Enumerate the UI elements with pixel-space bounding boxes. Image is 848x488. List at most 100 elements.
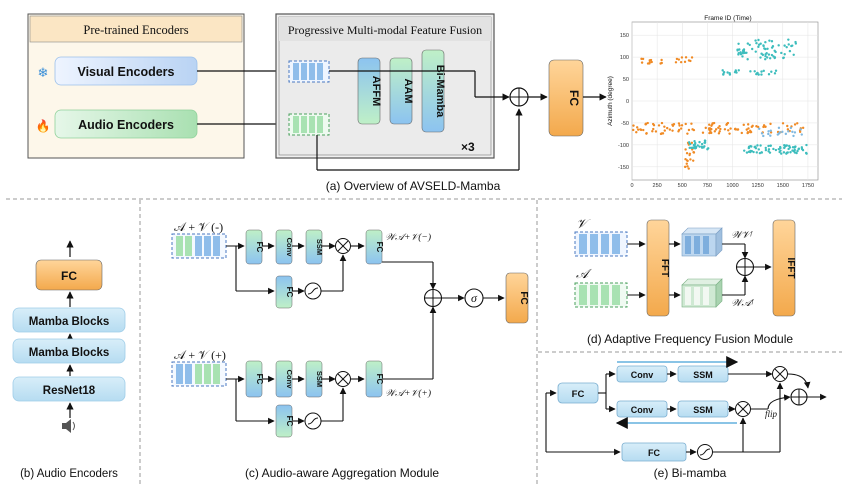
plot-point (698, 145, 701, 148)
plot-point (649, 58, 653, 62)
plot-x-label: Frame ID (Time) (704, 15, 751, 22)
plot-point (788, 49, 792, 53)
plot-point (719, 127, 722, 131)
plot-point (759, 144, 762, 147)
plot-point (700, 146, 704, 149)
plot-point (700, 142, 704, 146)
plot-point (773, 49, 776, 52)
plot-point (768, 39, 771, 42)
plot-point (689, 59, 692, 63)
plot-point (677, 122, 681, 125)
plot-point (786, 124, 789, 128)
plot-point (717, 132, 721, 135)
plot-point (760, 132, 764, 135)
plot-point (764, 58, 767, 61)
plot-point (766, 47, 769, 50)
plot-point (760, 52, 763, 55)
plot-point (722, 70, 726, 74)
plot-point (727, 129, 730, 132)
plot-point (785, 45, 788, 49)
panel-b: FC Mamba Blocks Mamba Blocks ResNet18 (b… (12, 240, 126, 480)
plot-point (739, 51, 742, 54)
plot-point (755, 41, 758, 45)
conv-label-bwd: Conv (631, 405, 654, 415)
plot-point (764, 53, 767, 56)
fire-icon: 🔥 (36, 119, 51, 133)
merge-sum-node (423, 288, 443, 308)
top-conv-label: Conv (285, 238, 294, 258)
plot-point (777, 126, 781, 130)
plot-point (698, 140, 701, 144)
plot-point (677, 128, 681, 132)
sum-node (509, 87, 529, 107)
plot-point (796, 149, 799, 153)
plot-point (751, 124, 754, 128)
fc-block-c (505, 272, 529, 324)
bimamba-sum-node (790, 388, 808, 406)
top-multiply-node (335, 238, 351, 254)
top-conv (275, 229, 293, 265)
plot-point (645, 131, 648, 135)
plot-point (791, 146, 795, 149)
plot-point (746, 58, 749, 61)
bi-mamba-label: Bi-Mamba (434, 65, 446, 118)
plot-point (703, 139, 707, 143)
plot-point (708, 131, 711, 135)
aam-block (389, 57, 413, 125)
plot-point (722, 73, 725, 76)
plot-point (783, 143, 786, 147)
mamba-block-2 (12, 338, 126, 364)
ifft-block (772, 219, 796, 317)
bottom-activation-icon (304, 412, 322, 430)
plot-y-tick-label: -50 (621, 121, 629, 127)
plot-point (668, 128, 672, 131)
plot-point (746, 123, 750, 126)
plot-point (772, 147, 775, 151)
plot-point (801, 148, 805, 152)
plot-point (751, 47, 754, 51)
plot-point (773, 72, 777, 75)
fc-label-a: FC (567, 90, 581, 106)
plot-x-tick-label: 750 (703, 183, 712, 189)
repeat-label: ×3 (461, 140, 475, 154)
plot-point (762, 69, 765, 73)
plot-point (801, 126, 805, 130)
plot-point (796, 122, 799, 125)
plot-point (787, 147, 790, 151)
plot-point (688, 146, 691, 150)
plot-point (759, 56, 762, 59)
plot-point (680, 56, 684, 59)
plot-point (684, 158, 687, 161)
plot-point (666, 126, 669, 130)
top-ssm (305, 229, 323, 265)
speaker-icon (62, 419, 75, 433)
plot-point (787, 130, 790, 133)
plot-x-tick-label: 0 (630, 183, 633, 189)
plot-point (657, 124, 661, 127)
plot-point (659, 132, 663, 136)
plot-point (758, 151, 762, 155)
plot-point (687, 167, 690, 170)
panel-d: 𝒱 𝒜 FFT (574, 216, 796, 346)
plot-point (797, 148, 800, 151)
plot-point (737, 69, 740, 72)
plot-point (648, 62, 651, 65)
flip-label: flip (765, 409, 778, 419)
visual-token-stack (288, 60, 330, 83)
plot-point (642, 128, 645, 132)
plot-point (766, 56, 769, 59)
plot-point (632, 124, 635, 127)
plot-point (736, 128, 739, 131)
plot-point (726, 121, 730, 125)
plot-point (786, 128, 790, 131)
plot-point (793, 123, 797, 126)
plot-point (678, 124, 681, 127)
plot-point (750, 145, 753, 148)
plot-point (753, 145, 756, 149)
top-token-stack (171, 233, 227, 259)
plot-point (754, 39, 757, 42)
plot-point (646, 121, 649, 125)
plot-point (675, 57, 679, 61)
plot-point (728, 72, 731, 75)
mamba-block-1-label: Mamba Blocks (29, 316, 110, 328)
